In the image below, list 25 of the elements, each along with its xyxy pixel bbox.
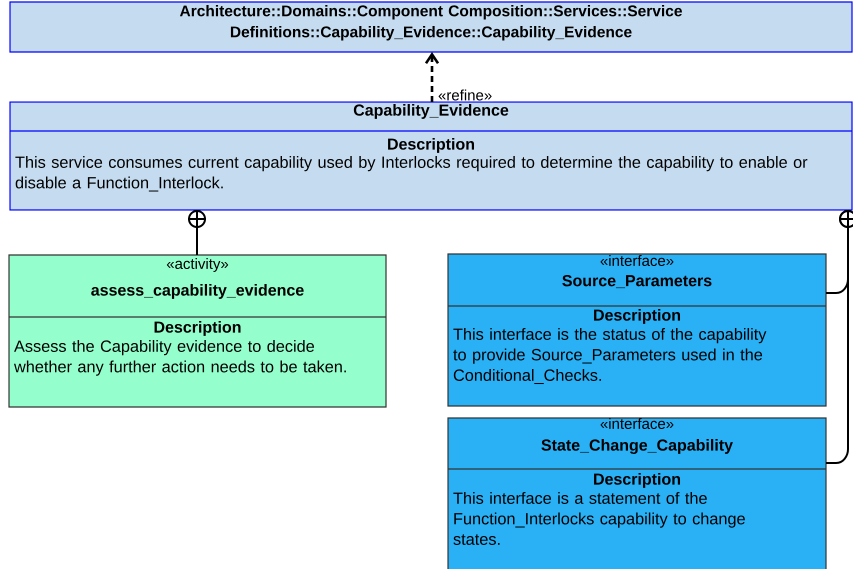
class-box <box>8 254 387 408</box>
description-text: Assess the Capability evidence to decide whether any further action needs to be taken. <box>14 340 346 376</box>
containment-connector <box>826 209 853 464</box>
class-name: State_Change_Capability <box>541 439 733 454</box>
class-box <box>447 253 827 407</box>
stereotype-path: Architecture::Domains::Component Composition::Services::Service Definitions::Capability_Evidence::Capability_Evidence <box>180 5 682 40</box>
stereotype-label: «interface» <box>600 418 674 429</box>
section-heading: Description <box>154 321 241 336</box>
class-box <box>447 417 827 569</box>
section-heading: Description <box>388 138 474 153</box>
description-text: This interface is a statement of the Function_Interlocks capability to change states. <box>453 492 745 545</box>
class-name: assess_capability_evidence <box>91 284 304 299</box>
class-box <box>9 1 853 53</box>
description-text: This interface is the status of the capability to provide Source_Parameters used in the Conditional_Checks. <box>453 328 766 384</box>
containment-connector <box>187 209 207 255</box>
stereotype-label: «activity» <box>166 258 228 272</box>
description-text: This service consumes current capability used by Interlocks required to determine the capability to enable or disable a Function_Interlock. <box>15 156 808 192</box>
stereotype-label: «interface» <box>600 255 674 266</box>
class-box <box>9 101 853 211</box>
edge-label: «refine» <box>438 90 492 100</box>
section-heading: Description <box>594 309 680 324</box>
class-name: Source_Parameters <box>562 275 712 288</box>
refine-arrow <box>424 52 440 102</box>
class-name: Capability_Evidence <box>354 104 508 119</box>
section-heading: Description <box>594 473 680 488</box>
